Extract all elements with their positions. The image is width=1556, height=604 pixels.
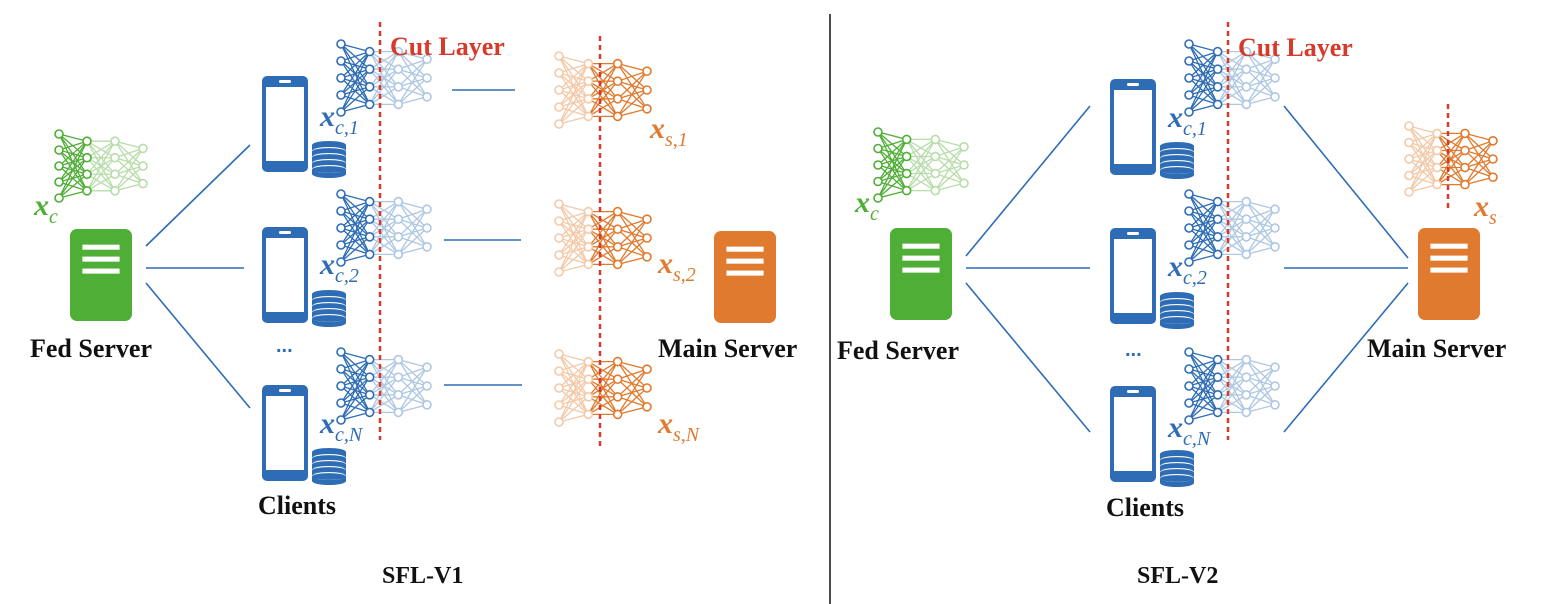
- server-model-n: xs,N: [554, 349, 701, 446]
- client-model-label: xc,N: [319, 407, 364, 446]
- clients-ellipsis: ...: [1125, 339, 1142, 361]
- neural-network-icon: [336, 39, 432, 117]
- connection-lines: [145, 89, 522, 409]
- smartphone-icon: [262, 76, 308, 172]
- server-model-label: xs,N: [657, 407, 701, 446]
- fed-model: xc: [854, 127, 969, 225]
- smartphone-icon: [1110, 228, 1156, 324]
- client-model-label: xc,2: [1167, 250, 1207, 289]
- server-model-label: xs,2: [657, 247, 696, 286]
- main-server-label: Main Server: [658, 334, 797, 363]
- server-model-2: xs,2: [554, 199, 696, 286]
- panel-caption: SFL-V2: [1137, 563, 1218, 589]
- panel-caption: SFL-V1: [382, 563, 463, 589]
- client-model-label: xc,1: [319, 100, 359, 139]
- neural-network-icon: [54, 129, 148, 203]
- client-2: xc,2: [262, 189, 432, 327]
- database-icon: [1160, 292, 1194, 329]
- fed-model-label: xc: [33, 189, 58, 228]
- smartphone-icon: [1110, 386, 1156, 482]
- clients-label: Clients: [1106, 493, 1184, 522]
- database-icon: [1160, 450, 1194, 487]
- server-model-label: xs: [1473, 190, 1497, 229]
- main-server-label: Main Server: [1367, 334, 1506, 363]
- fed-model: xc: [33, 129, 148, 228]
- client-1: xc,1: [1110, 39, 1280, 179]
- client-n: xc,N: [262, 347, 432, 485]
- cut-layer-label: Cut Layer: [1238, 33, 1353, 62]
- neural-network-icon: [336, 189, 432, 267]
- neural-network-icon: [1184, 189, 1280, 267]
- client-1: xc,1: [262, 39, 432, 178]
- fed-server-label: Fed Server: [837, 336, 959, 365]
- server-icon: [890, 228, 952, 320]
- client-model-label: xc,N: [1167, 411, 1212, 450]
- server-model-label: xs,1: [649, 112, 688, 151]
- smartphone-icon: [1110, 79, 1156, 175]
- clients-label: Clients: [258, 491, 336, 520]
- cut-layer-label: Cut Layer: [390, 32, 505, 61]
- database-icon: [312, 141, 346, 178]
- neural-network-icon: [1184, 39, 1280, 117]
- neural-network-icon: [873, 127, 969, 203]
- panel-sfl-v1: xc Fed Server xc,1 xc,2 ...: [30, 22, 797, 589]
- server-icon: [1418, 228, 1480, 320]
- fed-server-label: Fed Server: [30, 334, 152, 363]
- neural-network-icon: [1404, 121, 1498, 197]
- client-model-label: xc,1: [1167, 101, 1207, 140]
- database-icon: [312, 290, 346, 327]
- database-icon: [1160, 142, 1194, 179]
- smartphone-icon: [262, 227, 308, 323]
- database-icon: [312, 448, 346, 485]
- server-icon: [714, 231, 776, 323]
- fed-model-label: xc: [854, 186, 879, 225]
- neural-network-icon: [554, 349, 652, 427]
- smartphone-icon: [262, 385, 308, 481]
- clients-ellipsis: ...: [276, 335, 293, 357]
- server-icon: [70, 229, 132, 321]
- neural-network-icon: [554, 199, 652, 277]
- server-model: xs: [1404, 121, 1498, 229]
- connection-lines: [965, 105, 1409, 433]
- client-2: xc,2: [1110, 189, 1280, 329]
- panel-sfl-v2: xc Fed Server xc,1 xc,2 ...: [837, 22, 1506, 589]
- neural-network-icon: [554, 51, 652, 129]
- neural-network-icon: [1184, 347, 1280, 425]
- neural-network-icon: [336, 347, 432, 425]
- server-model-1: xs,1: [554, 51, 688, 151]
- client-model-label: xc,2: [319, 248, 359, 287]
- client-n: xc,N: [1110, 347, 1280, 487]
